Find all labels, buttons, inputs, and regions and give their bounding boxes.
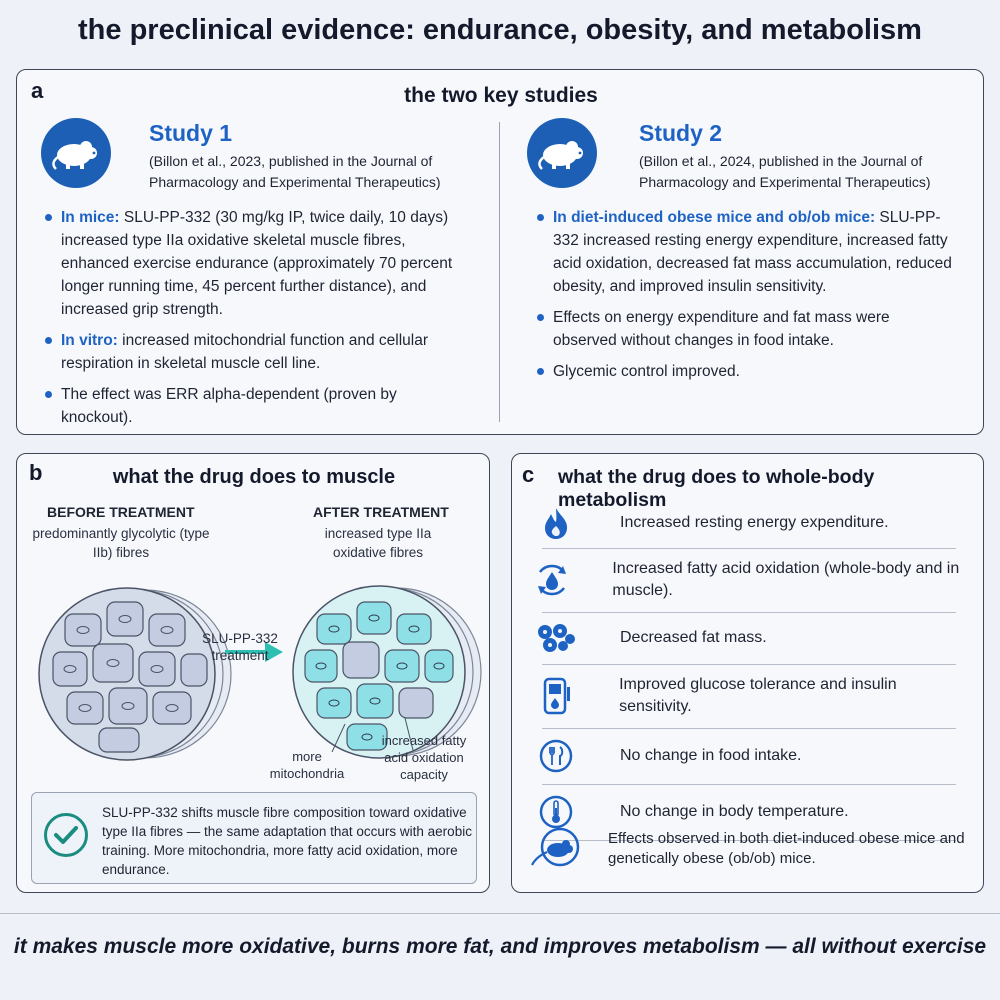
page-title: the preclinical evidence: endurance, obe… [78,14,922,46]
check-icon [44,813,88,857]
treatment-label: SLU-PP-332 treatment [202,631,278,663]
fat-cells-icon [528,623,584,653]
list-item: In diet-induced obese mice and ob/ob mic… [537,206,957,298]
mitochondria-annotation: more mitochondria [269,749,345,781]
panel-c-title: what the drug does to whole-body metabol… [558,466,875,511]
study1-bullets: In mice: SLU-PP-332 (30 mg/kg IP, twice … [45,206,465,437]
thermometer-icon [528,794,584,830]
fork-knife-icon [528,738,584,774]
study-divider [499,122,500,422]
after-subtitle: increased type IIa oxidative fibres [324,526,432,560]
muscle-fibre-diagram [38,585,482,761]
before-subtitle: predominantly glycolytic (type IIb) fibr… [32,526,210,560]
glucose-meter-icon [528,675,583,717]
list-item: Effects observed in both diet-induced ob… [528,822,968,876]
panel-a-letter: a [31,78,44,103]
list-item: No change in body temperature. [528,788,968,836]
mouse-icon [527,118,597,188]
treatment-arrow [225,642,283,662]
list-item: Increased fatty acid oxidation (whole-bo… [528,552,968,608]
list-item: Improved glucose tolerance and insulin s… [528,668,968,724]
footer-tagline: it makes muscle more oxidative, burns mo… [13,935,987,958]
before-muscle-bundle [38,587,232,761]
list-item: In mice: SLU-PP-332 (30 mg/kg IP, twice … [45,206,465,321]
summary-box: SLU-PP-332 shifts muscle fibre compositi… [31,792,477,884]
panel-c-letter: c [522,462,535,487]
list-item: Increased resting energy expenditure. [528,502,968,544]
fatty-acid-annotation: increased fatty acid oxidation capacity [381,733,467,782]
panel-c: c what the drug does to whole-body metab… [511,453,984,893]
list-item: Decreased fat mass. [528,616,968,660]
after-muscle-bundle [292,585,482,759]
study2-bullets: In diet-induced obese mice and ob/ob mic… [537,206,957,391]
list-item: No change in food intake. [528,732,968,780]
list-item: The effect was ERR alpha-dependent (prov… [45,383,465,429]
before-label: BEFORE TREATMENT [47,504,195,520]
list-item: In vitro: increased mitochondrial functi… [45,329,465,375]
drop-cycle-icon [528,560,576,600]
panel-a: a the two key studies Study 1 (Billon et… [16,69,984,435]
footer-divider [0,913,1000,914]
panel-b-letter: b [29,460,43,485]
panel-a-title: the two key studies [404,84,598,107]
list-item: Effects on energy expenditure and fat ma… [537,306,957,352]
summary-text: SLU-PP-332 shifts muscle fibre compositi… [102,805,472,877]
list-item: Glycemic control improved. [537,360,957,383]
mouse-icon [41,118,111,188]
study2-title: Study 2 [639,120,723,146]
study1-citation: (Billon et al., 2023, published in the J… [149,153,441,190]
mouse-icon [528,827,584,871]
study2-citation: (Billon et al., 2024, published in the J… [639,153,931,190]
flame-icon [528,506,584,540]
study1-title: Study 1 [149,120,233,146]
panel-b: b what the drug does to muscle BEFORE TR… [16,453,490,893]
panel-b-title: what the drug does to muscle [112,466,396,488]
after-label: AFTER TREATMENT [313,504,449,520]
